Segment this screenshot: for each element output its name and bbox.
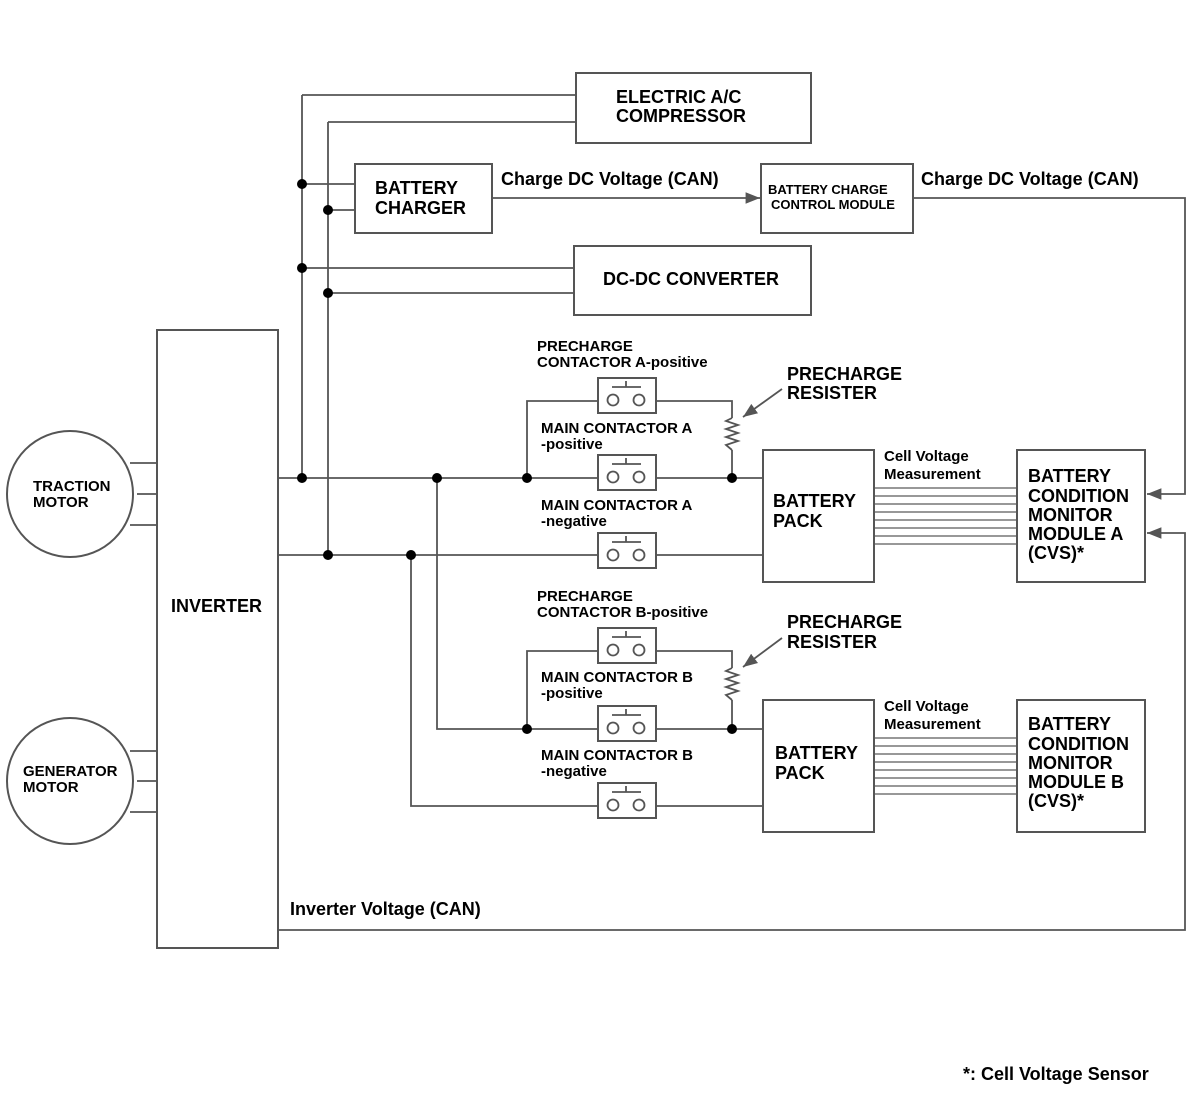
generator-motor-label-line1: GENERATOR	[23, 763, 118, 780]
bcm-b-label-line5: (CVS)*	[1028, 791, 1084, 811]
cell-voltage-bus-a	[874, 487, 1017, 545]
cell-voltage-b-label-line2: Measurement	[884, 716, 981, 733]
bccm-label-line1: BATTERY CHARGE	[768, 182, 888, 197]
main-contactor-a-negative	[597, 532, 657, 569]
precharge-contactor-a-label-line1: PRECHARGE	[537, 338, 633, 355]
bcm-a-label-line4: MODULE A	[1028, 524, 1123, 544]
inverter-block: INVERTER	[156, 329, 279, 949]
precharge-contactor-a	[597, 377, 657, 414]
bcm-b-label-line2: CONDITION	[1028, 734, 1129, 754]
battery-pack-a-block: BATTERY PACK	[762, 449, 875, 583]
can-line-control-module-to-bcm-a	[913, 197, 1186, 500]
main-contactor-a-negative-label-line2: -negative	[541, 513, 607, 530]
precharge-resister-b-label-line2: RESISTER	[787, 632, 877, 652]
main-contactor-a-positive-label-line2: -positive	[541, 436, 603, 453]
precharge-branch-b-right	[656, 650, 733, 668]
main-contactor-a-negative-label-line1: MAIN CONTACTOR A	[541, 497, 693, 514]
main-contactor-b-negative	[597, 782, 657, 819]
bcm-a-label-line2: CONDITION	[1028, 486, 1129, 506]
precharge-resistor-b-icon	[723, 667, 741, 701]
precharge-resister-b-pointer	[742, 637, 783, 668]
main-contactor-b-negative-label-line1: MAIN CONTACTOR B	[541, 747, 693, 764]
precharge-branch-b-left	[526, 650, 598, 729]
precharge-contactor-b-label-line1: PRECHARGE	[537, 588, 633, 605]
precharge-resister-a-pointer	[742, 388, 783, 418]
battery-charge-control-module-block: BATTERY CHARGE CONTROL MODULE	[760, 163, 914, 234]
precharge-contactor-b-label-line2: CONTACTOR B-positive	[537, 604, 708, 621]
charge-dc-voltage-label-2: Charge DC Voltage (CAN)	[921, 169, 1139, 189]
battery-pack-a-label-line1: BATTERY	[773, 491, 856, 511]
precharge-resister-a-label-line1: PRECHARGE	[787, 364, 902, 384]
main-negative-line-b-left	[410, 555, 598, 807]
cell-voltage-a-label-line1: Cell Voltage	[884, 448, 969, 465]
generator-motor-label-line2: MOTOR	[23, 779, 79, 796]
inverter-label: INVERTER	[171, 596, 262, 616]
can-line-inverter-voltage	[278, 527, 1186, 931]
precharge-branch-a-left	[526, 400, 598, 478]
battery-charger-label-line1: BATTERY	[375, 178, 458, 198]
main-contactor-b-positive	[597, 705, 657, 742]
inverter-voltage-label: Inverter Voltage (CAN)	[290, 899, 481, 919]
dc-dc-converter-label: DC-DC CONVERTER	[603, 269, 779, 289]
bcm-b-label-line3: MONITOR	[1028, 753, 1113, 773]
charge-dc-voltage-label-1: Charge DC Voltage (CAN)	[501, 169, 719, 189]
ac-compressor-label-line1: ELECTRIC A/C	[616, 87, 741, 107]
bcm-b-label-line4: MODULE B	[1028, 772, 1124, 792]
ac-compressor-block: ELECTRIC A/C COMPRESSOR	[575, 72, 812, 144]
traction-motor-label-line1: TRACTION	[33, 478, 111, 495]
main-contactor-a-positive	[597, 454, 657, 491]
precharge-resistor-a-icon	[723, 417, 741, 451]
generator-motor: GENERATOR MOTOR	[6, 717, 134, 845]
battery-pack-a-label-line2: PACK	[773, 511, 823, 531]
battery-pack-b-label-line2: PACK	[775, 763, 825, 783]
bcm-module-a-block: BATTERY CONDITION MONITOR MODULE A (CVS)…	[1016, 449, 1146, 583]
main-contactor-b-positive-label-line2: -positive	[541, 685, 603, 702]
main-contactor-b-negative-label-line2: -negative	[541, 763, 607, 780]
footnote-cvs: *: Cell Voltage Sensor	[963, 1064, 1149, 1084]
main-contactor-b-positive-label-line1: MAIN CONTACTOR B	[541, 669, 693, 686]
main-positive-line-b-left	[436, 478, 598, 730]
precharge-branch-a-right	[656, 400, 733, 418]
traction-motor: TRACTION MOTOR	[6, 430, 134, 558]
precharge-contactor-b	[597, 627, 657, 664]
bcm-a-label-line3: MONITOR	[1028, 505, 1113, 525]
bccm-label-line2: CONTROL MODULE	[771, 197, 895, 212]
bcm-b-label-line1: BATTERY	[1028, 714, 1111, 734]
precharge-resister-b-label-line1: PRECHARGE	[787, 612, 902, 632]
cell-voltage-b-label-line1: Cell Voltage	[884, 698, 969, 715]
precharge-contactor-a-label-line2: CONTACTOR A-positive	[537, 354, 708, 371]
traction-motor-label-line2: MOTOR	[33, 494, 89, 511]
ac-compressor-label-line2: COMPRESSOR	[616, 106, 746, 126]
junction-dots	[297, 179, 737, 734]
battery-pack-b-block: BATTERY PACK	[762, 699, 875, 833]
precharge-resister-a-label-line2: RESISTER	[787, 383, 877, 403]
battery-pack-b-label-line1: BATTERY	[775, 743, 858, 763]
cell-voltage-bus-b	[874, 737, 1017, 795]
battery-charger-block: BATTERY CHARGER	[354, 163, 493, 234]
main-contactor-a-positive-label-line1: MAIN CONTACTOR A	[541, 420, 693, 437]
battery-charger-label-line2: CHARGER	[375, 198, 466, 218]
dc-dc-converter-block: DC-DC CONVERTER	[573, 245, 812, 316]
bcm-a-label-line5: (CVS)*	[1028, 543, 1084, 563]
bcm-module-b-block: BATTERY CONDITION MONITOR MODULE B (CVS)…	[1016, 699, 1146, 833]
cell-voltage-a-label-line2: Measurement	[884, 466, 981, 483]
bcm-a-label-line1: BATTERY	[1028, 466, 1111, 486]
